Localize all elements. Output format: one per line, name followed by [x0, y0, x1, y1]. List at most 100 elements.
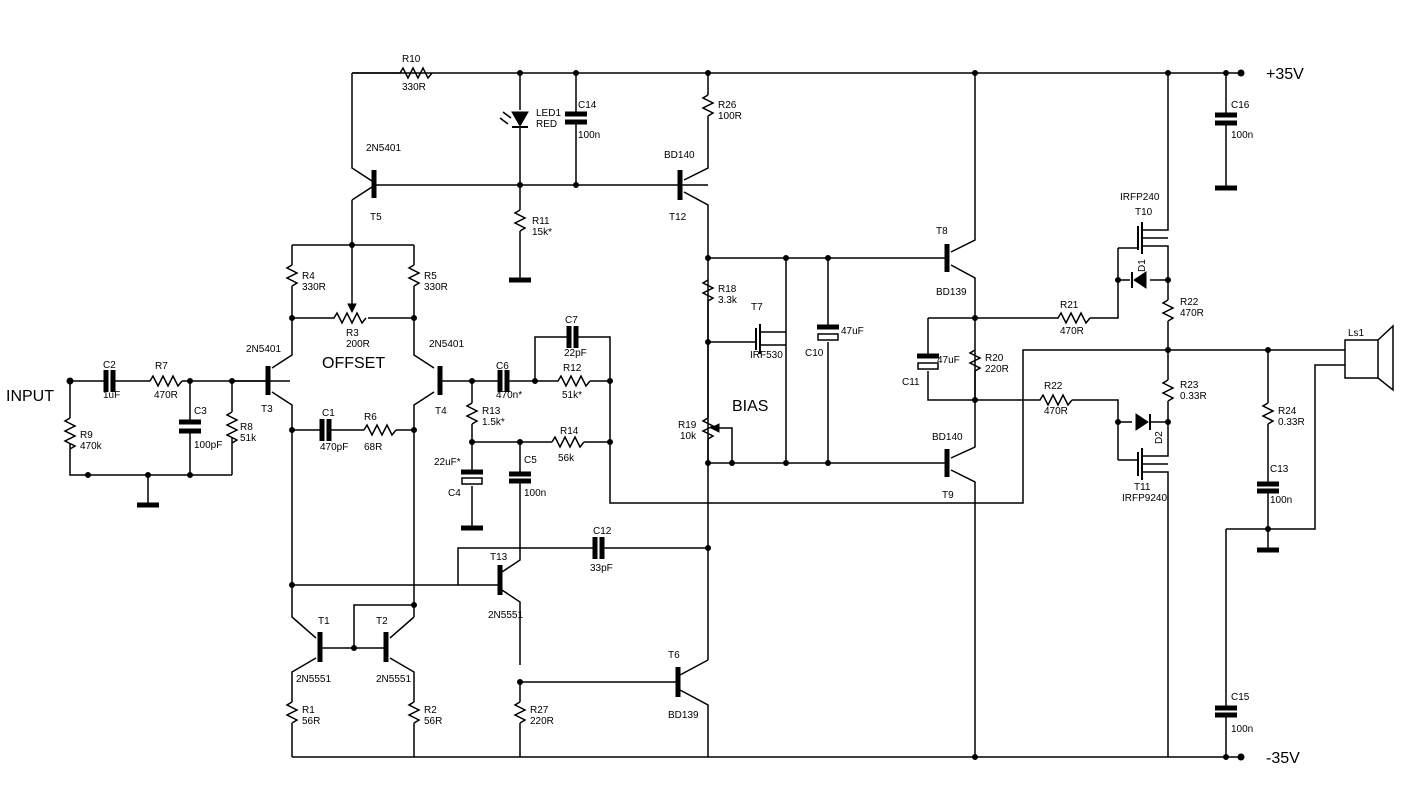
led1-type: RED	[536, 119, 557, 130]
c7-ref: C7	[565, 315, 578, 326]
c11-ref: C11	[902, 377, 920, 388]
negative-rail-label: -35V	[1266, 750, 1300, 767]
feedback-network: C6 470n* C7 22pF R12 51k* R13 1.5k* R14 …	[434, 315, 1345, 531]
t12-type: BD140	[664, 150, 695, 161]
c3-value: 100pF	[194, 440, 222, 451]
r24-value: 0.33R	[1180, 391, 1207, 402]
t2-ref: T2	[376, 616, 388, 627]
r1-ref: R1	[302, 705, 315, 716]
r4-ref: R4	[302, 271, 315, 282]
r19-value: 10k	[680, 431, 697, 442]
t3-type: 2N5401	[246, 344, 281, 355]
c1-value: 470pF	[320, 442, 348, 453]
r18-value: 3.3k	[718, 295, 738, 306]
r26-ref: R26	[718, 100, 737, 111]
c10-ref: C10	[805, 348, 824, 359]
r2-ref: R2	[424, 705, 437, 716]
c13-value: 100n	[1270, 495, 1292, 506]
r10-ref: R10	[402, 54, 421, 65]
t11-type: IRFP9240	[1122, 493, 1167, 504]
c1-ref: C1	[322, 408, 335, 419]
t13-type: 2N5551	[488, 610, 523, 621]
t8-ref: T8	[936, 226, 948, 237]
c3-ref: C3	[194, 406, 207, 417]
r20-ref: R20	[985, 353, 1004, 364]
speaker-icon: Ls1	[1344, 324, 1394, 392]
t5-ref: T5	[370, 212, 382, 223]
r10-value: 330R	[402, 82, 426, 93]
r27-value: 220R	[530, 716, 554, 727]
driver-stage: T8 BD139 R20 220R 47uF C11 BD140 T9	[902, 70, 1009, 760]
r5-value: 330R	[424, 282, 448, 293]
r6-ref: R6	[364, 412, 377, 423]
voltage-amp-stage: T13 2N5551 C12 33pF T6 BD139 R27 220R R2…	[292, 70, 742, 757]
r26-value: 100R	[718, 111, 742, 122]
r13-ref: R13	[482, 406, 501, 417]
r23-value: 470R	[1180, 308, 1204, 319]
r12-ref: R12	[563, 363, 582, 374]
r11-ref: R11	[532, 216, 550, 227]
d2-ref: D2	[1154, 431, 1165, 444]
c12-value: 33pF	[590, 563, 613, 574]
r13-value: 1.5k*	[482, 417, 505, 428]
decoupling: C16 100n R24 0.33R C13 100n C15 100n	[1215, 70, 1345, 760]
t13-ref: T13	[490, 552, 508, 563]
r23-ref: R22	[1180, 297, 1199, 308]
r11-value: 15k*	[532, 227, 552, 238]
d1-ref: D1	[1137, 259, 1148, 272]
r12-value: 51k*	[562, 390, 582, 401]
r21-ref: R21	[1060, 300, 1079, 311]
negative-rail: -35V	[292, 750, 1300, 767]
r22-ref: R22	[1044, 381, 1063, 392]
c6-ref: C6	[496, 361, 509, 372]
input-diff-pair: 2N5401 T5 R10 330R R4 330R R5 330R R3 20…	[232, 54, 708, 617]
c11-value: 47uF	[937, 355, 960, 366]
t10-type: IRFP240	[1120, 192, 1160, 203]
c12-ref: C12	[593, 526, 612, 537]
t4-ref: T4	[435, 406, 447, 417]
r24-ref: R23	[1180, 380, 1199, 391]
c2-ref: C2	[103, 360, 116, 371]
r5-ref: R5	[424, 271, 437, 282]
r21-value: 470R	[1060, 326, 1084, 337]
c4-ref: C4	[448, 488, 461, 499]
r8-value: 51k	[240, 433, 257, 444]
t8-type: BD139	[936, 287, 967, 298]
positive-rail-label: +35V	[1266, 66, 1304, 83]
r7-value: 470R	[154, 390, 178, 401]
t12-ref: T12	[669, 212, 687, 223]
t1-type: 2N5551	[296, 674, 331, 685]
r27-ref: R27	[530, 705, 549, 716]
c16-ref: C16	[1231, 100, 1250, 111]
t6-ref: T6	[668, 650, 680, 661]
input-section: INPUT C2 1uF R7 470R R9 470k C3 100pF R8…	[6, 360, 290, 508]
c5-value: 100n	[524, 488, 546, 499]
r25-ref: R24	[1278, 406, 1297, 417]
r2-value: 56R	[424, 716, 442, 727]
r1-value: 56R	[302, 716, 320, 727]
r3-ref: R3	[346, 328, 359, 339]
t6-type: BD139	[668, 710, 699, 721]
r25-value: 0.33R	[1278, 417, 1305, 428]
r14-value: 56k	[558, 453, 575, 464]
c15-ref: C15	[1231, 692, 1250, 703]
r9-value: 470k	[80, 441, 103, 452]
r19-ref: R19	[678, 420, 697, 431]
c6-value: 470n*	[496, 390, 522, 401]
t4-type: 2N5401	[429, 339, 464, 350]
t9-ref: T9	[942, 490, 954, 501]
r20-value: 220R	[985, 364, 1009, 375]
c14-value: 100n	[578, 130, 600, 141]
t3-ref: T3	[261, 404, 273, 415]
t5-type: 2N5401	[366, 143, 401, 154]
t7-type: IRF530	[750, 350, 783, 361]
c7-value: 22pF	[564, 348, 587, 359]
r14-ref: R14	[560, 426, 579, 437]
r4-value: 330R	[302, 282, 326, 293]
c2-value: 1uF	[103, 390, 120, 401]
t9-type: BD140	[932, 432, 963, 443]
c15-value: 100n	[1231, 724, 1253, 735]
c14-ref: C14	[578, 100, 597, 111]
r22-value: 470R	[1044, 406, 1068, 417]
